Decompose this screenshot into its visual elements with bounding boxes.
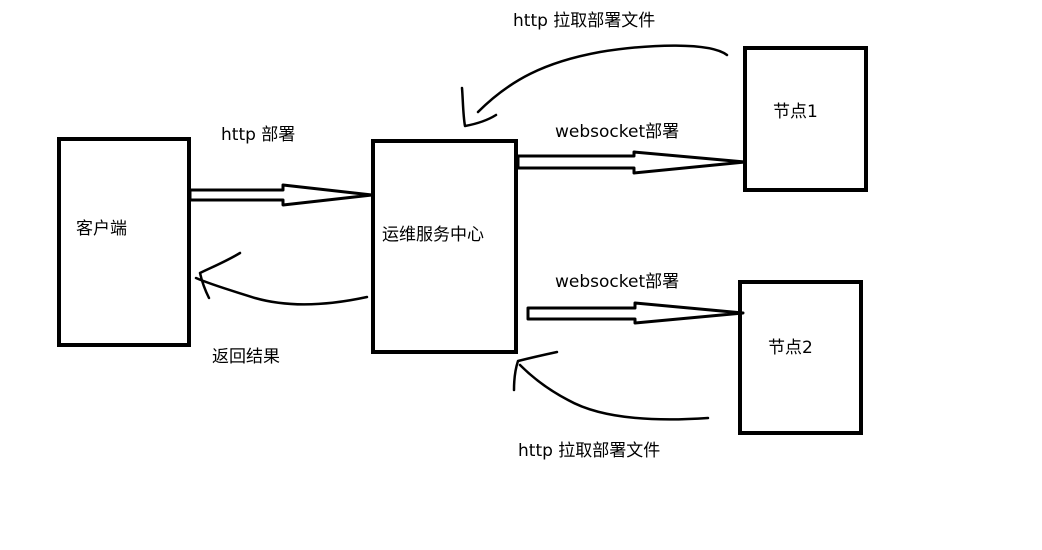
node2-node: 节点2 — [738, 280, 863, 435]
arrowhead-icon — [198, 251, 242, 300]
edge-label-websocket-deploy-2: websocket部署 — [555, 272, 679, 292]
edge-label-http-deploy: http 部署 — [221, 125, 295, 145]
node2-label: 节点2 — [768, 338, 813, 358]
center-label: 运维服务中心 — [382, 225, 484, 245]
arrowhead-icon — [460, 86, 498, 128]
client-node: 客户端 — [57, 137, 191, 347]
curved-arrow-icon — [194, 276, 369, 306]
edge-label-http-pull-2: http 拉取部署文件 — [518, 441, 660, 461]
node1-label: 节点1 — [773, 102, 818, 122]
edge-center-to-node2: websocket部署 — [526, 272, 745, 325]
edge-node1-to-center: http 拉取部署文件 — [460, 11, 729, 128]
node1-node: 节点1 — [743, 46, 868, 192]
client-label: 客户端 — [76, 219, 127, 239]
curved-arrow-icon — [518, 363, 710, 421]
hollow-arrow-icon — [526, 301, 745, 325]
center-node: 运维服务中心 — [371, 139, 518, 354]
edge-node2-to-center: http 拉取部署文件 — [512, 350, 710, 461]
arrowhead-icon — [512, 350, 559, 392]
hollow-arrow-icon — [516, 150, 747, 175]
edge-label-http-pull-1: http 拉取部署文件 — [513, 11, 655, 31]
curved-arrow-icon — [476, 44, 729, 114]
edge-center-to-client: 返回结果 — [194, 251, 369, 367]
edge-client-to-center: http 部署 — [188, 125, 374, 207]
hollow-arrow-icon — [188, 183, 374, 207]
edge-label-return-result: 返回结果 — [212, 347, 280, 367]
edge-label-websocket-deploy-1: websocket部署 — [555, 122, 679, 142]
edge-center-to-node1: websocket部署 — [516, 122, 747, 175]
